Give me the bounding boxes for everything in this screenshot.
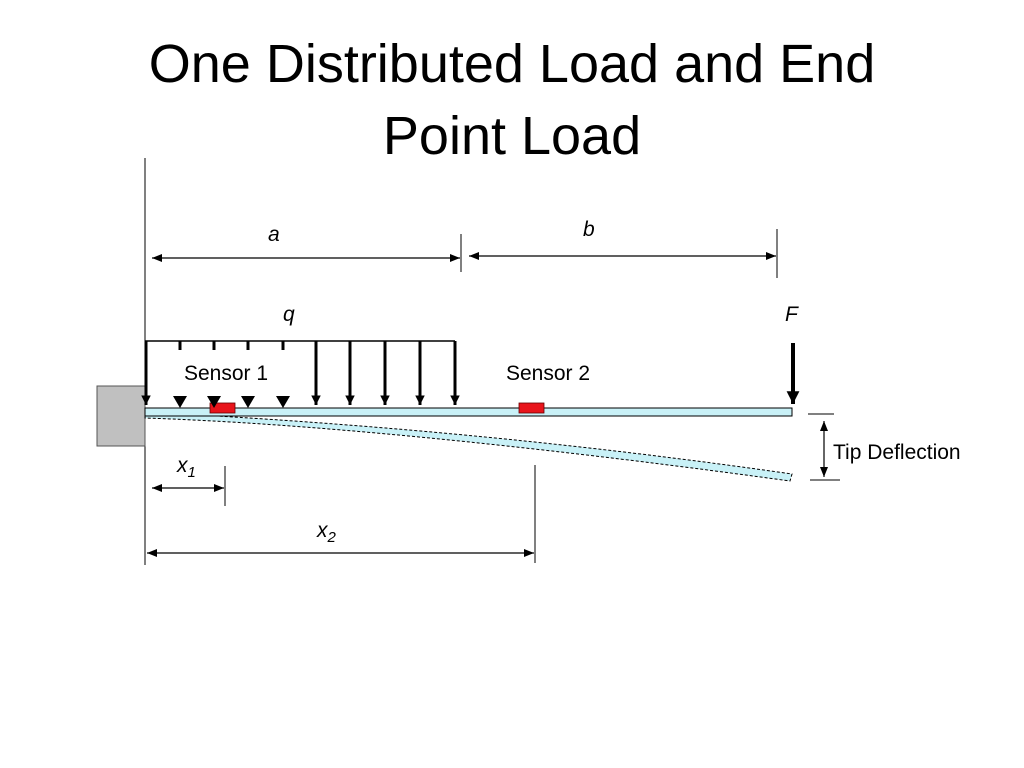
beam — [144, 407, 793, 417]
title-line-2: Point Load — [382, 106, 642, 166]
x2-label-sub: 2 — [327, 529, 337, 546]
x1-label-sub: 1 — [188, 464, 196, 481]
sensor-2-gauge — [518, 402, 545, 414]
load-arrow-head — [207, 396, 221, 408]
x2-label-base: x — [316, 519, 329, 542]
x1-label: x1 — [176, 454, 196, 481]
sensor-1-gauge — [209, 402, 236, 414]
fixed-support-wall — [96, 385, 146, 447]
x2-label: x2 — [316, 519, 337, 546]
sensor-1-label: Sensor 1 — [184, 362, 268, 385]
force-f-label: F — [785, 303, 799, 326]
sensor-2-label: Sensor 2 — [506, 362, 590, 385]
title-line-1: One Distributed Load and End — [148, 34, 876, 94]
load-arrow-head — [241, 396, 255, 408]
load-arrow-head — [173, 396, 187, 408]
tip-deflection-label: Tip Deflection — [833, 441, 961, 464]
load-arrow-head — [276, 396, 290, 408]
distributed-load-arrows — [141, 341, 460, 408]
load-q-label: q — [283, 303, 295, 326]
dim-b-label: b — [583, 218, 595, 241]
deflected-beam — [144, 411, 793, 482]
x1-label-base: x — [176, 454, 189, 477]
dim-a-label: a — [268, 223, 280, 246]
slide-title: One Distributed Load and End Point Load — [0, 28, 1024, 172]
